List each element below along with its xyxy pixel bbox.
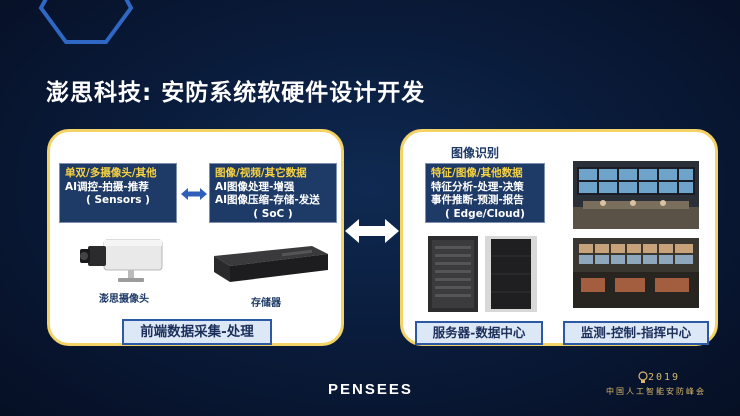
soc-line-1: 图像/视频/其它数据 [215,167,307,179]
storage-caption: 存储器 [251,298,281,309]
soc-box: 图像/视频/其它数据 AI图像处理-增强 AI图像压缩-存储-发送 ( SoC … [209,163,337,223]
brand-logo: PENSEES [328,381,413,398]
sensor-line-2: AI调控-拍摄-推荐 [65,180,149,193]
front-end-label: 前端数据采集-处理 [122,319,272,345]
edge-box: 特征/图像/其他数据 特征分析-处理-决策 事件推断-预测-报告 ( Edge/… [425,163,545,223]
lightbulb-icon [638,371,648,383]
server-label: 服务器-数据中心 [415,321,543,345]
soc-line-3: AI图像压缩-存储-发送 [215,194,320,206]
slide-title: 澎思科技: 安防系统软硬件设计开发 [46,80,426,106]
sensor-box: 单双/多摄像头/其他 AI调控-拍摄-推荐 ( Sensors ) [59,163,177,223]
sensor-line-3: ( Sensors ) [86,194,150,206]
hexagon-outline-icon [38,0,134,44]
storage-image [214,246,328,282]
monitoring-room-image [573,238,699,308]
camera-caption: 澎思摄像头 [99,294,149,305]
edge-line-4: ( Edge/Cloud) [445,207,525,220]
event-name: 中国人工智能安防峰会 [606,387,706,396]
edge-line-3: 事件推断-预测-报告 [431,194,524,206]
double-arrow-icon [345,219,399,243]
command-center-label: 监测-控制-指挥中心 [563,321,709,345]
sensor-line-1: 单双/多摄像头/其他 [65,167,157,179]
server-cabinet-image [485,236,537,312]
server-rack-image [428,236,478,312]
control-room-image [573,161,699,229]
edge-line-2: 特征分析-处理-决策 [431,180,524,193]
soc-line-2: AI图像处理-增强 [215,180,295,193]
soc-line-4: ( SoC ) [253,207,293,220]
camera-image [80,239,163,282]
front-end-panel: 单双/多摄像头/其他 AI调控-拍摄-推荐 ( Sensors ) 图像/视频/… [47,129,344,346]
image-recognition-label: 图像识别 [451,146,500,160]
event-year: 2019 [648,372,681,383]
edge-line-1: 特征/图像/其他数据 [431,167,523,179]
double-arrow-icon [181,188,207,200]
back-end-panel: 图像识别 特征/图像/其他数据 特征分析-处理-决策 事件推断-预测-报告 ( … [400,129,718,346]
